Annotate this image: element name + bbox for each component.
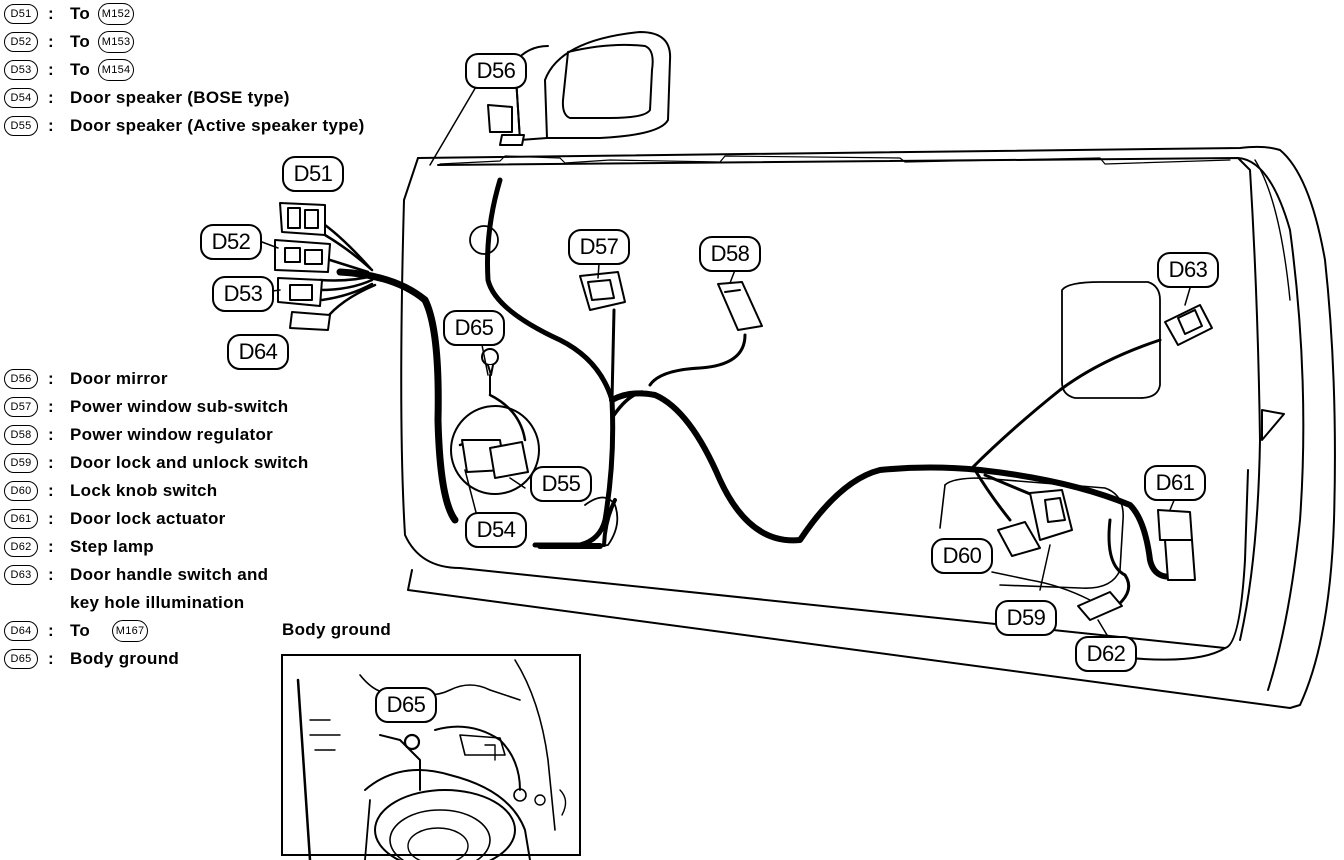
legend-row: D58:Power window regulator — [4, 421, 309, 449]
tag-d61: D61 — [1144, 465, 1206, 501]
legend-bottom: D56:Door mirror D57:Power window sub-swi… — [4, 365, 309, 673]
tag-d52: D52 — [200, 224, 262, 260]
legend-code: D55 — [4, 116, 38, 136]
tag-d53: D53 — [212, 276, 274, 312]
leader-lines — [261, 79, 1191, 641]
legend-code: D57 — [4, 397, 38, 417]
legend-row: D57:Power window sub-switch — [4, 393, 309, 421]
tag-d58: D58 — [699, 236, 761, 272]
legend-ref: M152 — [98, 3, 135, 25]
tag-d63: D63 — [1157, 252, 1219, 288]
legend-code: D59 — [4, 453, 38, 473]
legend-row: D55:Door speaker (Active speaker type) — [4, 112, 365, 140]
legend-row: D61:Door lock actuator — [4, 505, 309, 533]
legend-row: D63:Door handle switch and — [4, 561, 309, 589]
connector-shapes — [274, 104, 1213, 621]
door-panel-drawing — [400, 145, 1336, 709]
tag-d60: D60 — [931, 538, 993, 574]
inset-caption: Body ground — [282, 620, 392, 639]
legend-row-continued: key hole illumination — [70, 593, 245, 612]
tag-d54: D54 — [465, 512, 527, 548]
legend-code: D58 — [4, 425, 38, 445]
tag-d59: D59 — [995, 600, 1057, 636]
legend-code: D63 — [4, 565, 38, 585]
legend-code: D56 — [4, 369, 38, 389]
door-mirror-drawing — [514, 31, 672, 141]
legend-row: D59:Door lock and unlock switch — [4, 449, 309, 477]
tag-d56: D56 — [465, 53, 527, 89]
legend-code: D61 — [4, 509, 38, 529]
legend-row: D62:Step lamp — [4, 533, 309, 561]
tag-d65-inset: D65 — [375, 687, 437, 723]
tag-d65: D65 — [443, 310, 505, 346]
legend-ref: M167 — [112, 620, 149, 642]
legend-code: D54 — [4, 88, 38, 108]
legend-code: D64 — [4, 621, 38, 641]
legend-code: D52 — [4, 32, 38, 52]
tag-d51: D51 — [282, 156, 344, 192]
tag-d57: D57 — [568, 229, 630, 265]
legend-row: D54:Door speaker (BOSE type) — [4, 84, 365, 112]
tag-d55: D55 — [530, 466, 592, 502]
legend-code: D53 — [4, 60, 38, 80]
legend-code: D62 — [4, 537, 38, 557]
legend-code: D60 — [4, 481, 38, 501]
legend-row: D56:Door mirror — [4, 365, 309, 393]
legend-code: D65 — [4, 649, 38, 669]
tag-d62: D62 — [1075, 636, 1137, 672]
body-ground-inset — [281, 654, 581, 860]
legend-row: D65:Body ground — [4, 645, 309, 673]
legend-row: D60:Lock knob switch — [4, 477, 309, 505]
tag-d64: D64 — [227, 334, 289, 370]
legend-ref: M154 — [98, 59, 135, 81]
legend-code: D51 — [4, 4, 38, 24]
legend-ref: M153 — [98, 31, 135, 53]
